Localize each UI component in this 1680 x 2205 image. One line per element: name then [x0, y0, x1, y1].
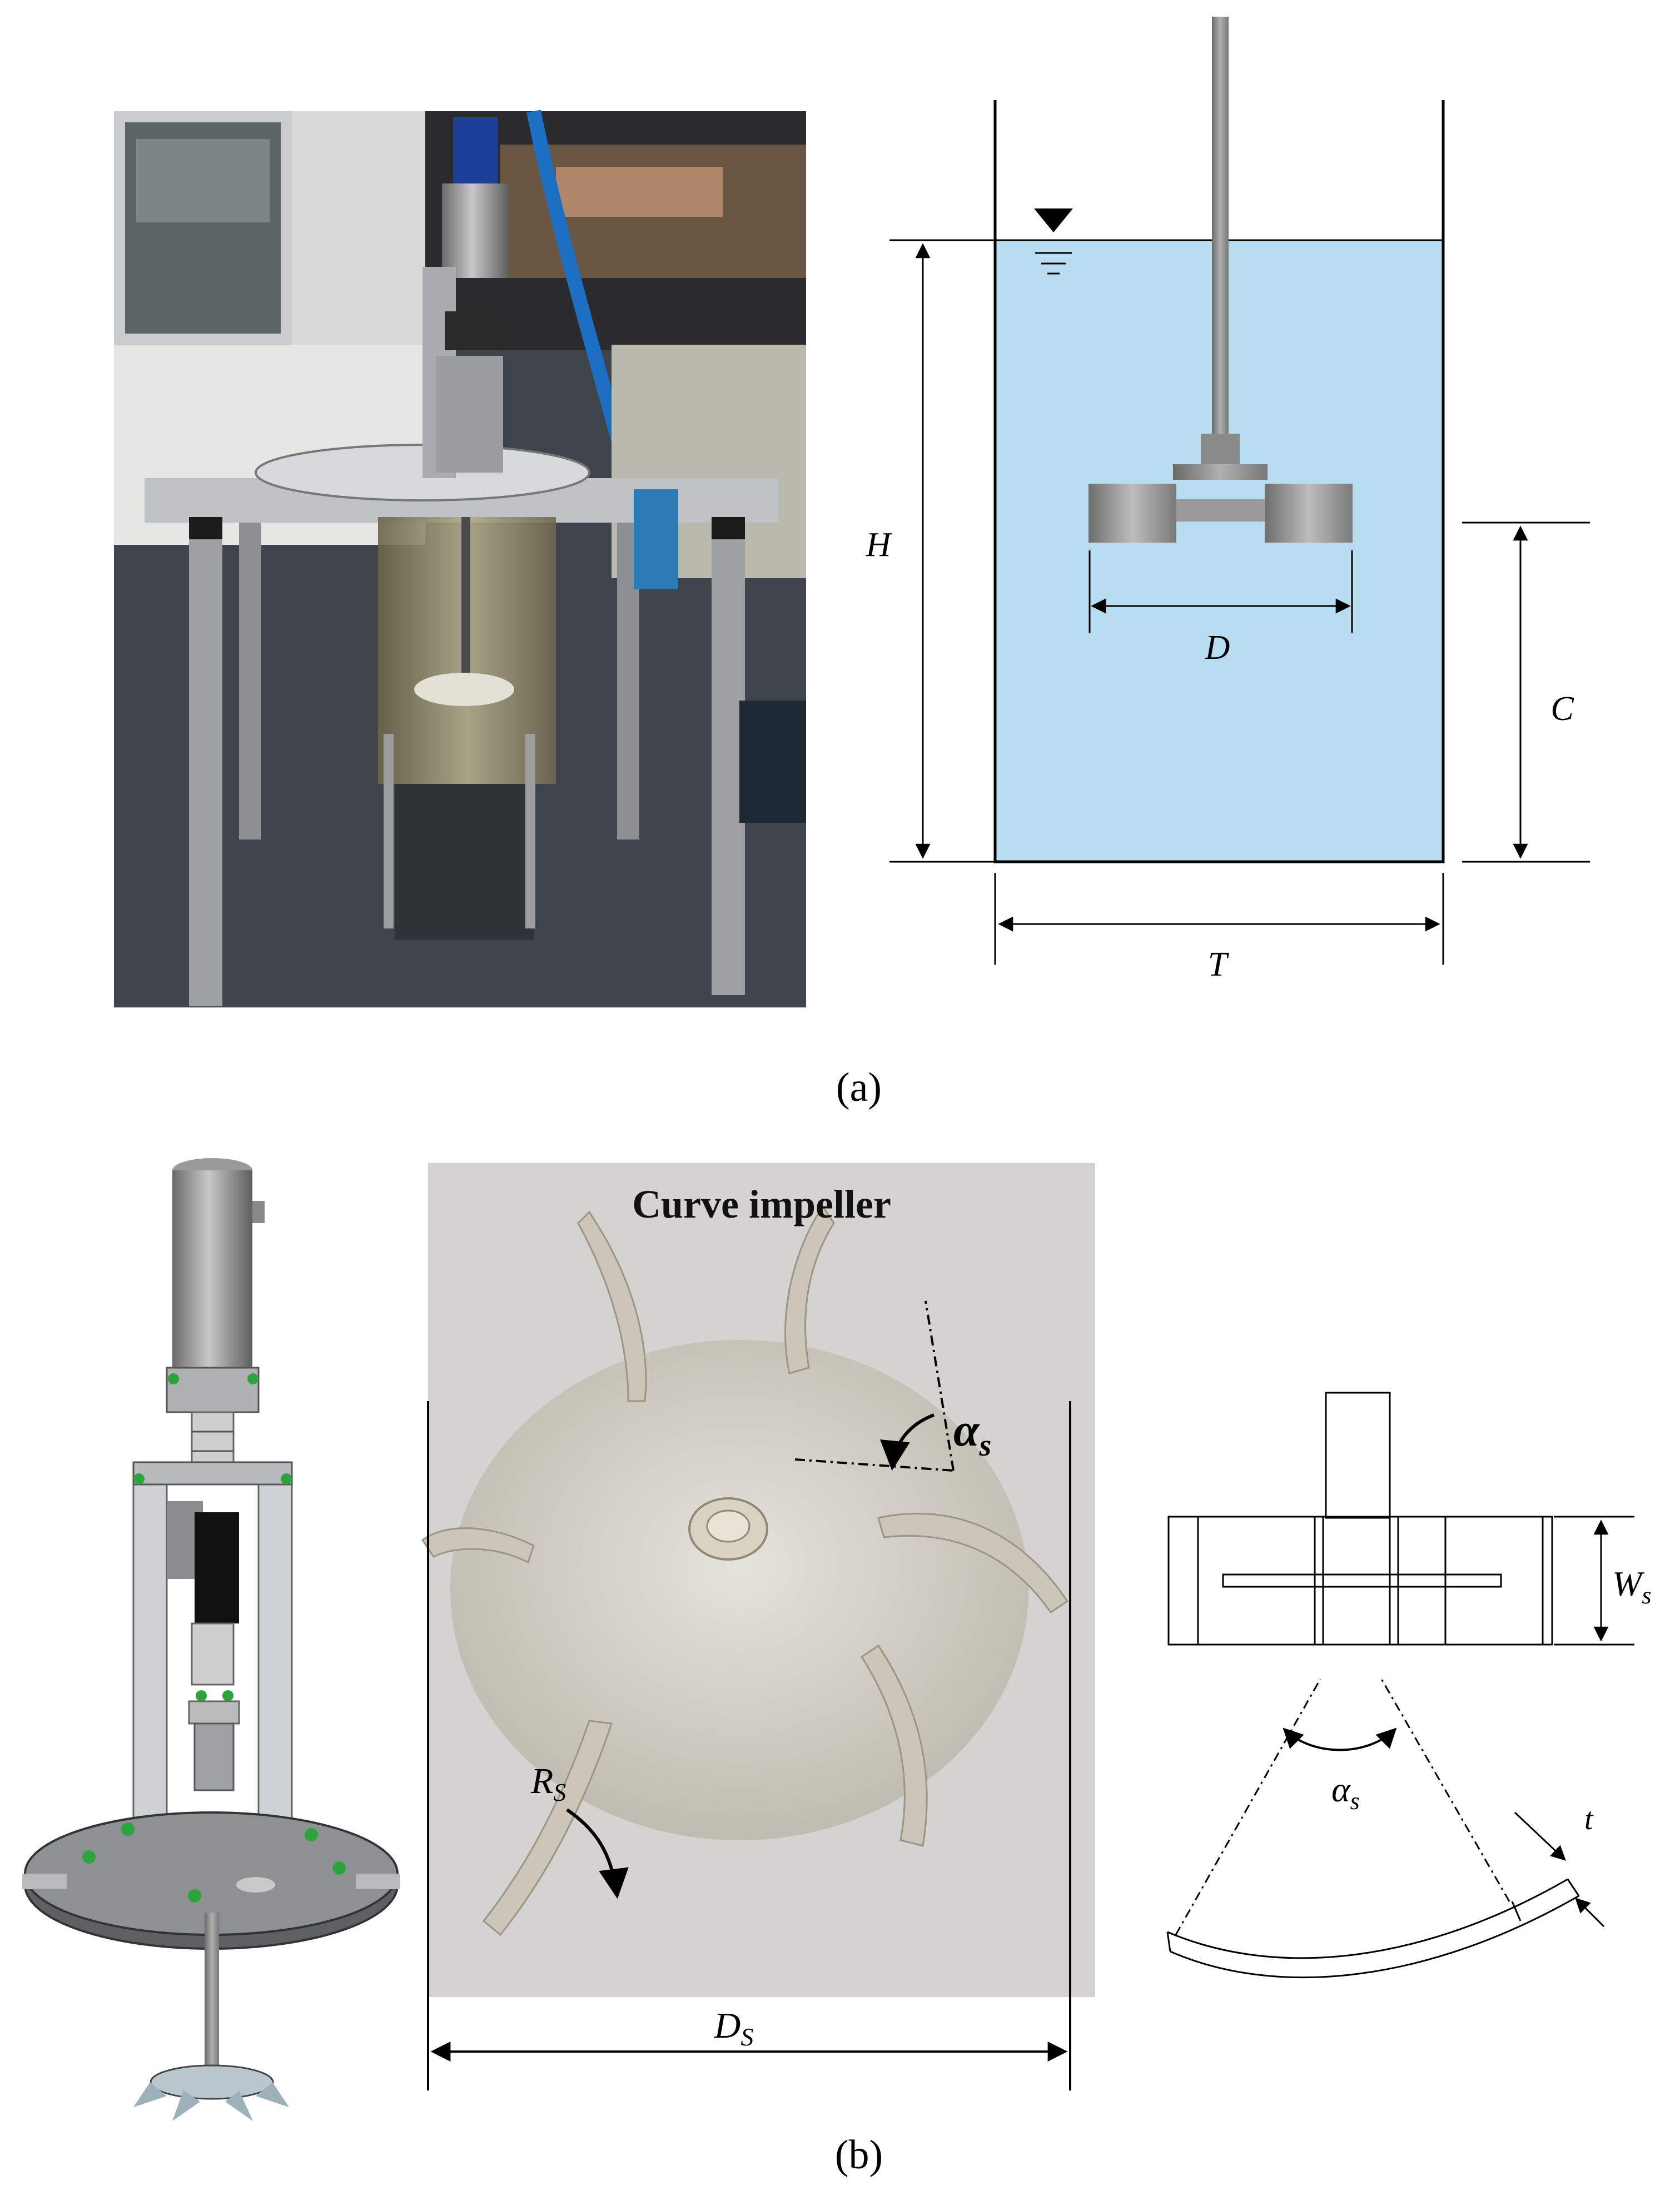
free-surface-symbol [1034, 208, 1073, 275]
lab-setup-photo [114, 110, 806, 1007]
label-D: D [1205, 629, 1230, 667]
label-D-s: DS [714, 2005, 754, 2051]
width-dimension [1554, 1516, 1634, 1646]
cad-assembly-drawing [22, 1158, 400, 2121]
label-alpha-s-arc: αs [1331, 1770, 1360, 1815]
impeller-side-view [1167, 1392, 1553, 1646]
impeller-shaft [1212, 17, 1229, 467]
label-T: T [1208, 946, 1230, 984]
caption-a: (a) [836, 1065, 882, 1110]
curve-impeller-photo [421, 1163, 1095, 1997]
diameter-dimension [427, 1401, 1071, 2090]
label-W-s: Ws [1612, 1564, 1651, 1609]
blade-arc-view [1166, 1678, 1605, 1979]
tank-walls [993, 100, 1445, 863]
label-t: t [1584, 1802, 1594, 1836]
photo-title: Curve impeller [632, 1182, 891, 1226]
impeller-blade-left [1088, 484, 1176, 543]
impeller-blade-right [1265, 484, 1353, 543]
label-C: C [1550, 690, 1574, 728]
label-H: H [866, 526, 893, 564]
caption-b: (b) [835, 2132, 883, 2178]
label-alpha-s-photo: αs [953, 1404, 991, 1463]
tank-schematic: D H C T [866, 17, 1590, 984]
label-R-s: RS [530, 1761, 566, 1806]
